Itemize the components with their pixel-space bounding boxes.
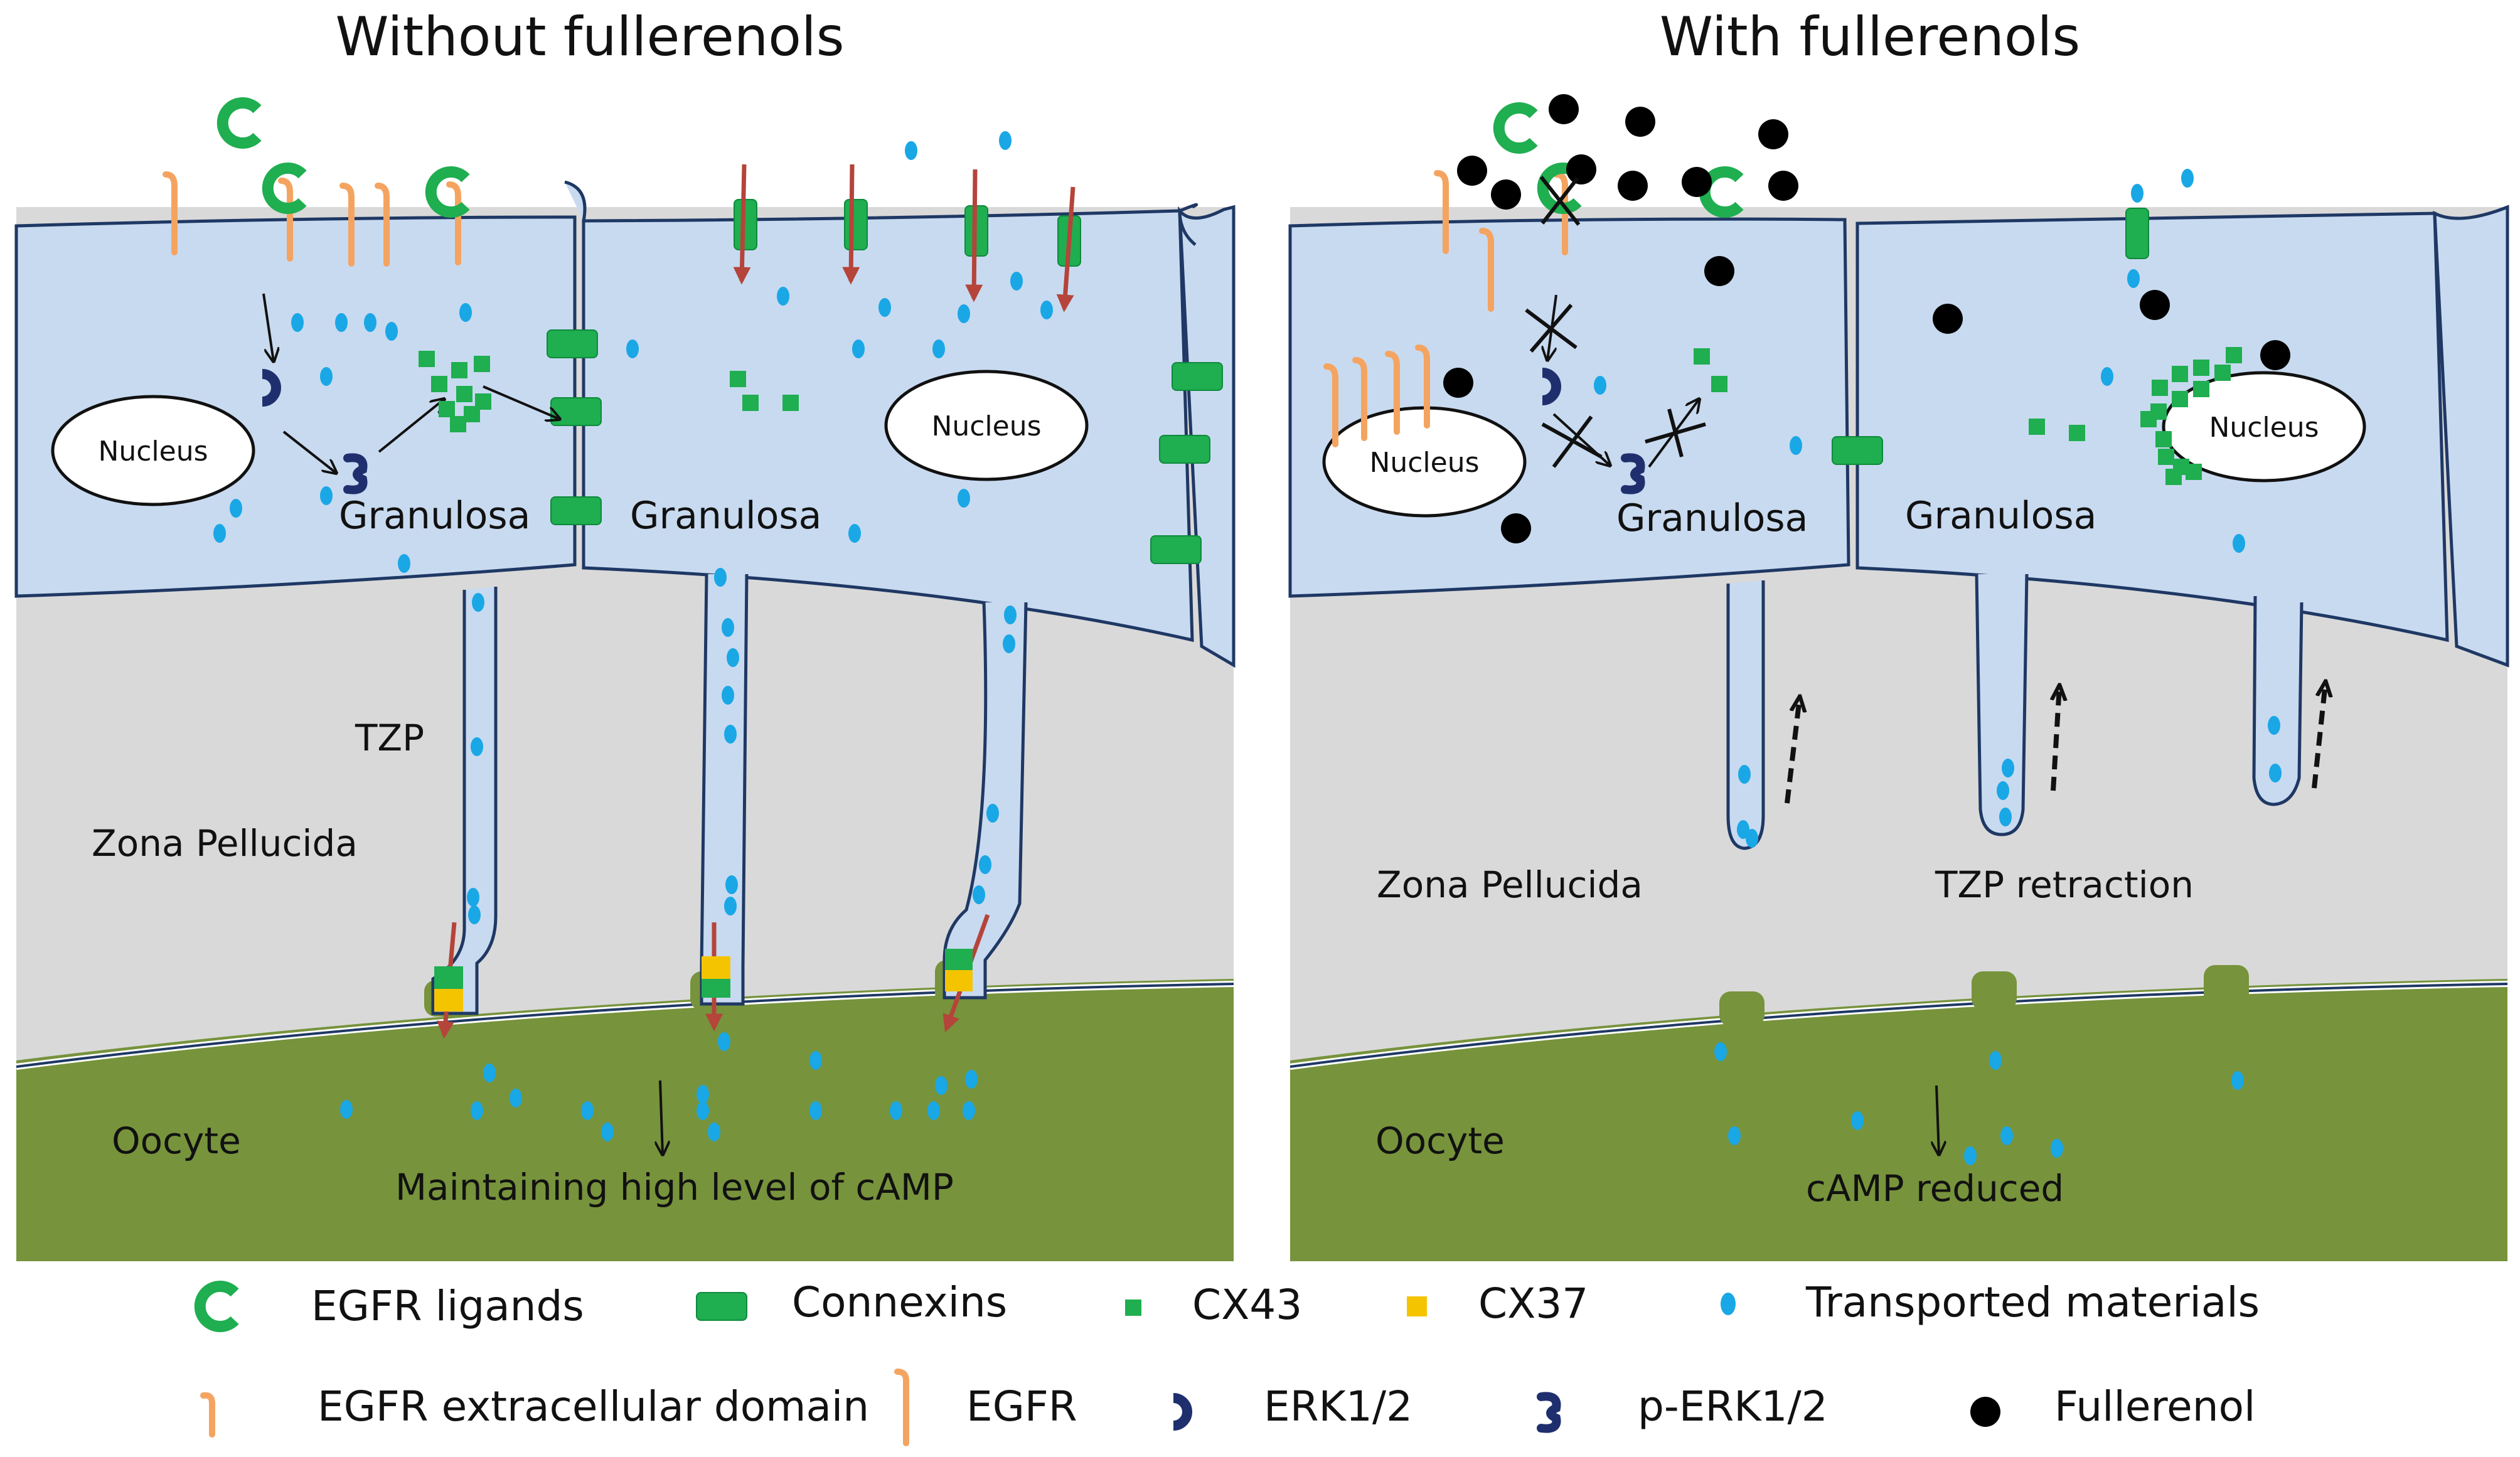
left-granulosa-label-1: Granulosa [339,494,530,538]
right-oocyte-bump-1 [1719,991,1765,1027]
legend-item-egfr: EGFR [894,1369,1077,1446]
left-nucleus-1 [51,395,255,506]
right-block-x-3 [1645,408,1706,457]
legend-fullerenol-icon [1970,1397,2000,1427]
legend-egfr-icon [894,1369,909,1446]
right-panel-title: With fullerenols [1660,6,2080,68]
legend-item-egfr-ligands: EGFR ligands [200,1282,584,1330]
svg-text:p-ERK1/2: p-ERK1/2 [1638,1382,1828,1431]
left-zona-label: Zona Pellucida [92,822,358,865]
legend-egfr-ecd-icon [200,1392,215,1438]
right-connexin-2 [2125,208,2149,259]
right-nucleus-2-label: Nucleus [2209,412,2319,444]
right-granulosa-cell-3 [2433,205,2509,668]
left-panel-title: Without fullerenols [335,6,844,68]
legend-transported-icon [1721,1293,1736,1315]
left-connexin-3 [550,496,602,525]
right-retraction-arrows [1785,683,2325,804]
left-egfr-ligand-1 [223,103,257,143]
right-egfr-ligand-1 [1499,108,1534,148]
svg-text:EGFR extracellular domain: EGFR extracellular domain [318,1382,869,1431]
left-connexin-8 [1172,362,1223,391]
legend-cx43-icon [1125,1300,1141,1316]
right-block-x-1 [1525,304,1578,353]
legend-item-perk: p-ERK1/2 [1541,1382,1828,1431]
left-oocyte-label: Oocyte [112,1119,241,1162]
right-tzp-1 [1726,580,1765,850]
legend-connexin-icon [696,1292,747,1321]
right-oocyte-bump-2 [1972,971,2017,1010]
left-panel: Nucleus Nucleus [14,6,1236,1261]
left-oocyte [16,979,1234,1261]
right-panel: Nucleus Nucleus [1288,6,2509,1261]
legend-erk-icon [1173,1398,1187,1426]
right-connexin-1 [1832,436,1883,465]
right-retraction-label: TZP retraction [1935,863,2194,906]
legend-item-cx37: CX37 [1407,1279,1588,1328]
right-zona-label: Zona Pellucida [1377,863,1643,906]
right-nucleus-2 [2162,371,2366,483]
legend: EGFR ligands Connexins CX43 CX37 Transpo… [200,1278,2260,1446]
legend-egfr-ligand-icon [200,1286,235,1326]
legend-item-cx43: CX43 [1125,1281,1302,1329]
legend-item-transported: Transported materials [1721,1278,2260,1326]
left-nucleus-2-label: Nucleus [931,410,1041,442]
svg-text:ERK1/2: ERK1/2 [1264,1382,1412,1431]
left-tzp-2 [700,574,749,1006]
svg-text:Fullerenol: Fullerenol [2054,1382,2255,1431]
legend-item-fullerenol: Fullerenol [1970,1382,2255,1431]
svg-text:CX43: CX43 [1192,1281,1302,1329]
left-granulosa-cell-2 [564,180,1194,643]
legend-cx37-icon [1407,1296,1427,1316]
right-tzp-2 [1975,574,2029,836]
legend-item-erk: ERK1/2 [1173,1382,1412,1431]
right-tzp-3 [2252,595,2304,806]
left-tzp-1 [431,587,498,1015]
right-camp-label: cAMP reduced [1806,1167,2064,1210]
svg-text:Transported materials: Transported materials [1805,1278,2260,1326]
right-granulosa-label-1: Granulosa [1616,496,1808,540]
right-granulosa-label-2: Granulosa [1905,494,2096,538]
right-block-x-2 [1541,415,1603,468]
legend-item-connexins: Connexins [696,1278,1007,1326]
left-connexin-10 [1150,535,1202,564]
right-oocyte-bump-3 [2204,965,2249,1006]
svg-text:Connexins: Connexins [792,1278,1007,1326]
left-egfr-ligand-2 [268,168,302,208]
right-ligand-block-x [1539,176,1581,226]
left-tzp-3 [942,602,1028,1000]
right-oocyte-label: Oocyte [1375,1119,1505,1162]
left-camp-label: Maintaining high level of cAMP [395,1166,954,1209]
legend-item-egfr-ecd: EGFR extracellular domain [200,1382,869,1438]
left-nucleus-1-label: Nucleus [98,435,208,467]
left-connexin-9 [1159,435,1210,464]
legend-perk-icon [1541,1396,1557,1428]
svg-text:EGFR ligands: EGFR ligands [311,1282,584,1330]
left-connexin-2 [550,397,602,426]
left-connexin-1 [547,329,598,358]
left-nucleus-2 [884,370,1089,481]
right-oocyte [1290,979,2507,1261]
svg-text:EGFR: EGFR [966,1382,1077,1431]
left-connexin-5 [844,199,868,250]
right-nucleus-1-label: Nucleus [1369,447,1479,479]
left-granulosa-label-2: Granulosa [630,494,821,538]
left-tzp-label: TZP [355,717,424,759]
svg-text:CX37: CX37 [1478,1279,1588,1328]
